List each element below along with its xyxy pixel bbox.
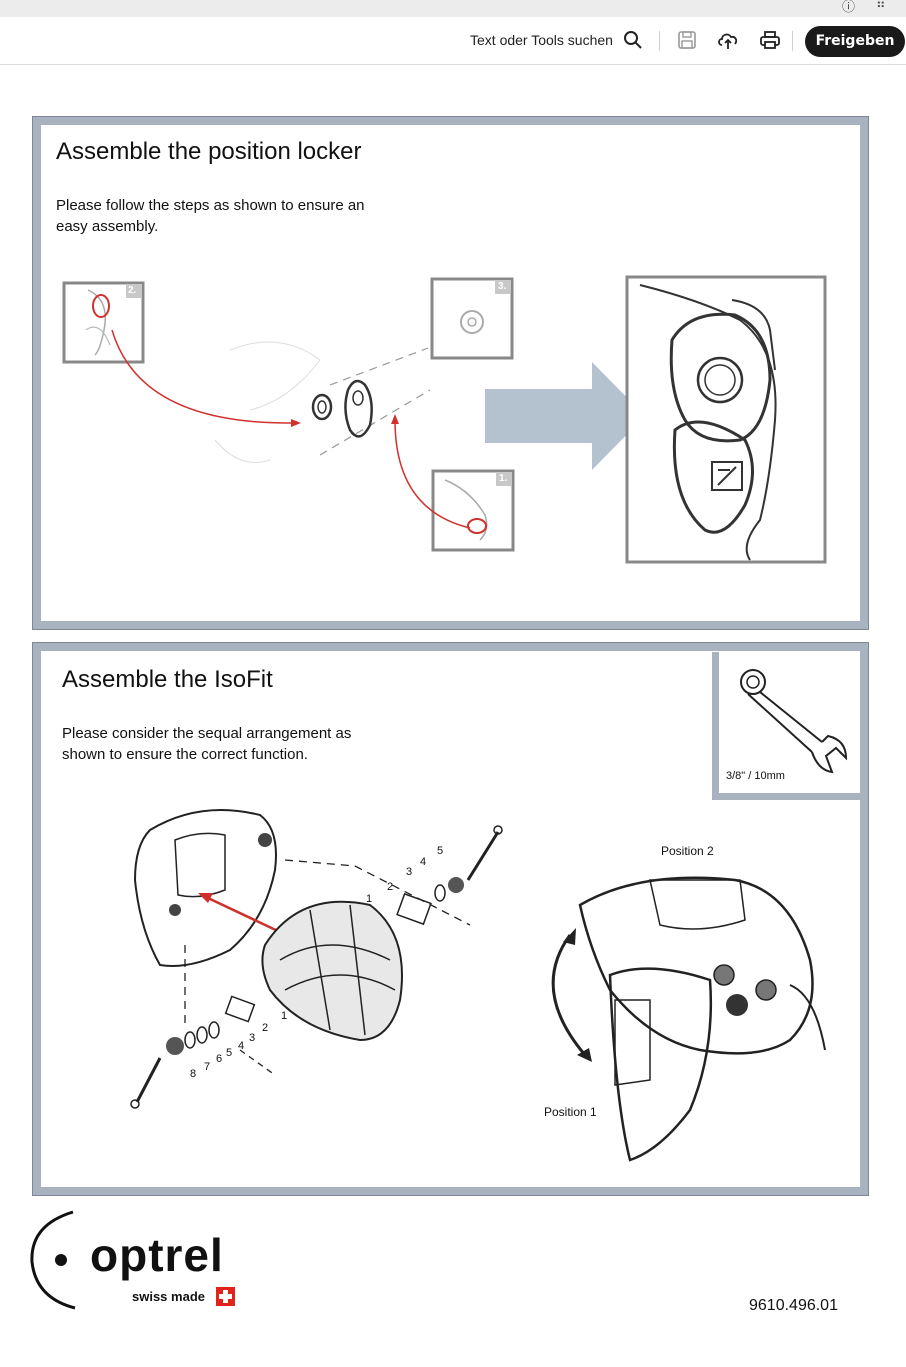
step-2-thumbnail — [62, 281, 145, 364]
brand-name: optrel — [90, 1229, 224, 1281]
exploded-locker-parts — [214, 341, 431, 463]
part-number: 3 — [406, 866, 413, 878]
part-number: 6 — [216, 1053, 223, 1065]
part-number: 5 — [226, 1047, 233, 1059]
part-number: 7 — [204, 1061, 211, 1073]
isofit-panel — [32, 642, 869, 1196]
red-arrow-step2 — [111, 329, 296, 424]
step-number: 2. — [128, 285, 137, 296]
part-number: 3 — [249, 1032, 256, 1044]
toolbar-divider — [792, 31, 793, 51]
step-3-thumbnail — [430, 277, 514, 360]
share-button[interactable]: Freigeben — [805, 26, 905, 57]
red-arrow-step1 — [394, 419, 471, 529]
step-number: 1. — [499, 473, 508, 484]
save-icon[interactable] — [676, 29, 698, 51]
toolbar-divider — [659, 31, 660, 51]
panel1-instructions: Please follow the steps as shown to ensu… — [56, 197, 365, 235]
document-number: 9610.496.01 — [749, 1297, 838, 1314]
part-number: 4 — [420, 856, 427, 868]
browser-strip: ⓘ ⠿ — [0, 0, 906, 17]
part-number: 1 — [366, 893, 373, 905]
panel1-title: Assemble the position locker — [56, 138, 362, 165]
panel2-instructions: Please consider the sequal arrangement a… — [62, 725, 352, 763]
part-number: 2 — [262, 1022, 269, 1034]
big-arrow-icon — [485, 362, 645, 470]
search-icon[interactable] — [622, 29, 644, 51]
position-1-label: Position 1 — [544, 1105, 597, 1119]
info-icon[interactable]: ⓘ — [842, 0, 856, 14]
pdf-toolbar: Text oder Tools suchen Freigeben — [0, 17, 906, 65]
search-label[interactable]: Text oder Tools suchen — [470, 32, 613, 48]
part-number: 5 — [437, 845, 444, 857]
wrench-callout — [712, 652, 860, 800]
cloud-upload-icon[interactable] — [717, 29, 739, 51]
print-icon[interactable] — [759, 29, 781, 51]
step-1-thumbnail — [431, 469, 515, 552]
apps-grid-icon[interactable]: ⠿ — [876, 0, 886, 11]
part-number: 2 — [387, 881, 394, 893]
brand-tagline: swiss made — [132, 1289, 205, 1304]
panel2-title: Assemble the IsoFit — [62, 666, 273, 693]
assembled-locker-detail — [625, 275, 827, 564]
position-2-label: Position 2 — [661, 844, 714, 858]
part-number: 4 — [238, 1040, 245, 1052]
part-number: 8 — [190, 1068, 197, 1080]
step-number: 3. — [498, 281, 507, 292]
wrench-size-label: 3/8" / 10mm — [726, 770, 785, 782]
part-number: 1 — [281, 1010, 288, 1022]
